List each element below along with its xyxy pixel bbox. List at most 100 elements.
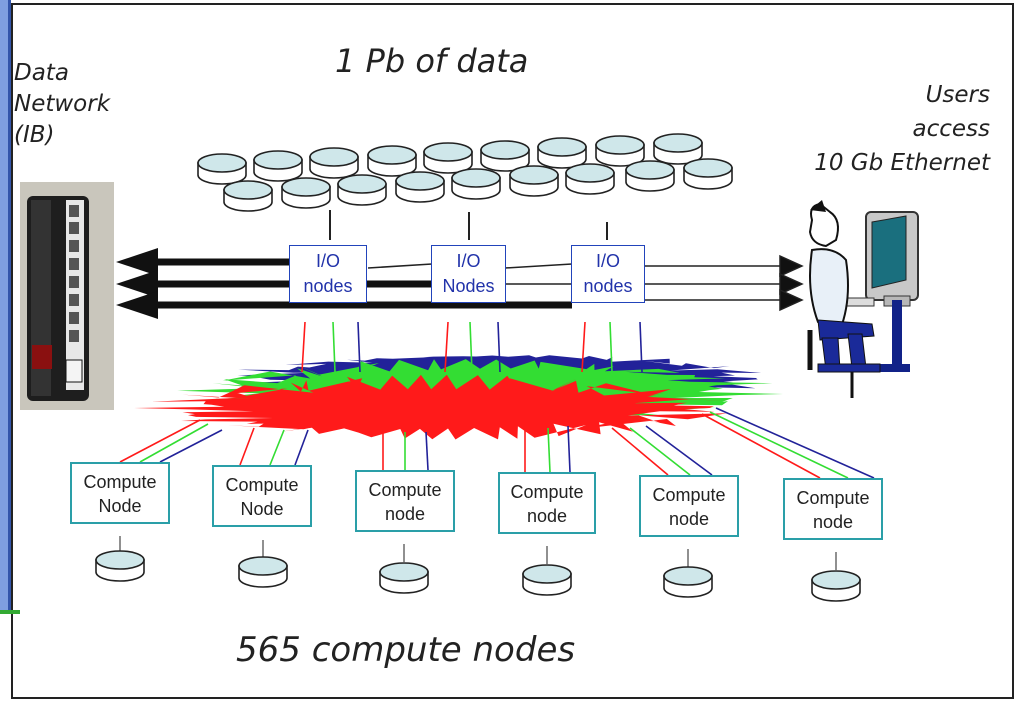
- compute-node-line2: Node: [98, 496, 142, 516]
- disk-icon: [625, 160, 675, 192]
- users-label: Users access 10 Gb Ethernet: [814, 78, 990, 180]
- arrow-head: [116, 291, 158, 319]
- network-link: [639, 321, 643, 373]
- users-line3: 10 Gb Ethernet: [814, 150, 990, 176]
- ethernet-links: [367, 254, 804, 312]
- network-link: [469, 321, 473, 373]
- network-link: [715, 407, 875, 479]
- io-node-line2: Nodes: [442, 276, 495, 296]
- disk-icon: [95, 550, 145, 582]
- network-red: [134, 374, 728, 440]
- disk-icon: [309, 147, 359, 179]
- disk-icon: [595, 135, 645, 167]
- network-link: [567, 425, 571, 473]
- network-link: [645, 425, 713, 476]
- infiniband-links: [116, 248, 572, 319]
- compute-node-line1: Compute: [510, 482, 584, 502]
- network-link: [139, 423, 209, 463]
- compute-node-box: Compute node: [783, 478, 883, 540]
- network-link: [425, 431, 429, 471]
- io-node-line2: nodes: [303, 276, 353, 296]
- compute-node-box: Compute Node: [212, 465, 312, 527]
- arrow-head: [779, 288, 804, 312]
- network-fabric: [134, 355, 784, 440]
- network-link: [294, 429, 309, 466]
- disk-icon: [663, 566, 713, 598]
- compute-node-line2: node: [384, 504, 426, 524]
- io-uplinks: [301, 321, 643, 373]
- arrow-head: [116, 248, 158, 276]
- io-node-box: I/O nodes: [571, 245, 645, 303]
- io-node-line1: I/O: [595, 251, 620, 271]
- network-link: [497, 321, 501, 373]
- compute-node-line2: node: [668, 509, 710, 529]
- disk-icon: [367, 145, 417, 177]
- network-link: [119, 419, 201, 463]
- io-node-box: I/O Nodes: [431, 245, 506, 303]
- network-link: [332, 321, 336, 373]
- local-disks: [95, 536, 861, 602]
- storage-links: [329, 210, 608, 240]
- disk-icon: [480, 140, 530, 172]
- storage-disk-array: [197, 133, 733, 212]
- infiniband-switch: [20, 182, 114, 410]
- data-network-line1: Data: [14, 60, 69, 86]
- disk-icon: [379, 562, 429, 594]
- network-link: [301, 321, 306, 373]
- disk-icon: [395, 171, 445, 203]
- users-line1: Users: [925, 82, 990, 108]
- users-line2: access: [912, 116, 990, 142]
- data-network-line2: Network: [14, 91, 111, 117]
- arrow-head: [779, 254, 804, 278]
- ethernet-link: [367, 263, 433, 269]
- io-node-line1: I/O: [315, 251, 340, 271]
- compute-links: [119, 407, 875, 479]
- disk-icon: [811, 570, 861, 602]
- data-network-label: Data Network (IB): [14, 58, 110, 151]
- io-node-line2: nodes: [583, 276, 633, 296]
- compute-node-line2: node: [526, 506, 568, 526]
- network-link: [239, 427, 255, 466]
- arrow-head: [116, 270, 158, 298]
- disk-icon: [238, 556, 288, 588]
- disk-icon: [537, 137, 587, 169]
- network-link: [547, 427, 551, 473]
- diagram-title: 1 Pb of data: [335, 42, 529, 80]
- disk-icon: [565, 163, 615, 195]
- slide-left-bar: [0, 0, 8, 610]
- compute-node-line2: node: [812, 512, 854, 532]
- disk-icon: [683, 158, 733, 190]
- compute-node-line1: Compute: [796, 488, 870, 508]
- disk-icon: [423, 142, 473, 174]
- compute-node-line1: Compute: [225, 475, 299, 495]
- network-link: [269, 429, 285, 466]
- compute-node-line1: Compute: [83, 472, 157, 492]
- compute-node-line1: Compute: [368, 480, 442, 500]
- compute-node-box: Compute node: [355, 470, 455, 532]
- footer-caption: 565 compute nodes: [236, 630, 576, 670]
- network-link: [581, 321, 586, 373]
- disk-icon: [281, 177, 331, 209]
- disk-icon: [223, 180, 273, 212]
- data-network-line3: (IB): [14, 122, 55, 148]
- compute-node-box: Compute Node: [70, 462, 170, 524]
- ethernet-link: [504, 263, 573, 269]
- disk-icon: [253, 150, 303, 182]
- compute-node-line1: Compute: [652, 485, 726, 505]
- slide-left-bar-dark: [8, 0, 11, 610]
- network-link: [609, 321, 613, 373]
- disk-icon: [451, 168, 501, 200]
- disk-icon: [337, 174, 387, 206]
- io-node-box: I/O nodes: [289, 245, 367, 303]
- arrow-head: [779, 272, 804, 296]
- io-node-line1: I/O: [456, 251, 481, 271]
- network-link: [611, 427, 669, 476]
- network-link: [159, 429, 223, 463]
- compute-node-box: Compute node: [639, 475, 739, 537]
- network-link: [709, 411, 849, 479]
- network-link: [701, 413, 821, 479]
- disk-icon: [509, 165, 559, 197]
- compute-node-box: Compute node: [498, 472, 596, 534]
